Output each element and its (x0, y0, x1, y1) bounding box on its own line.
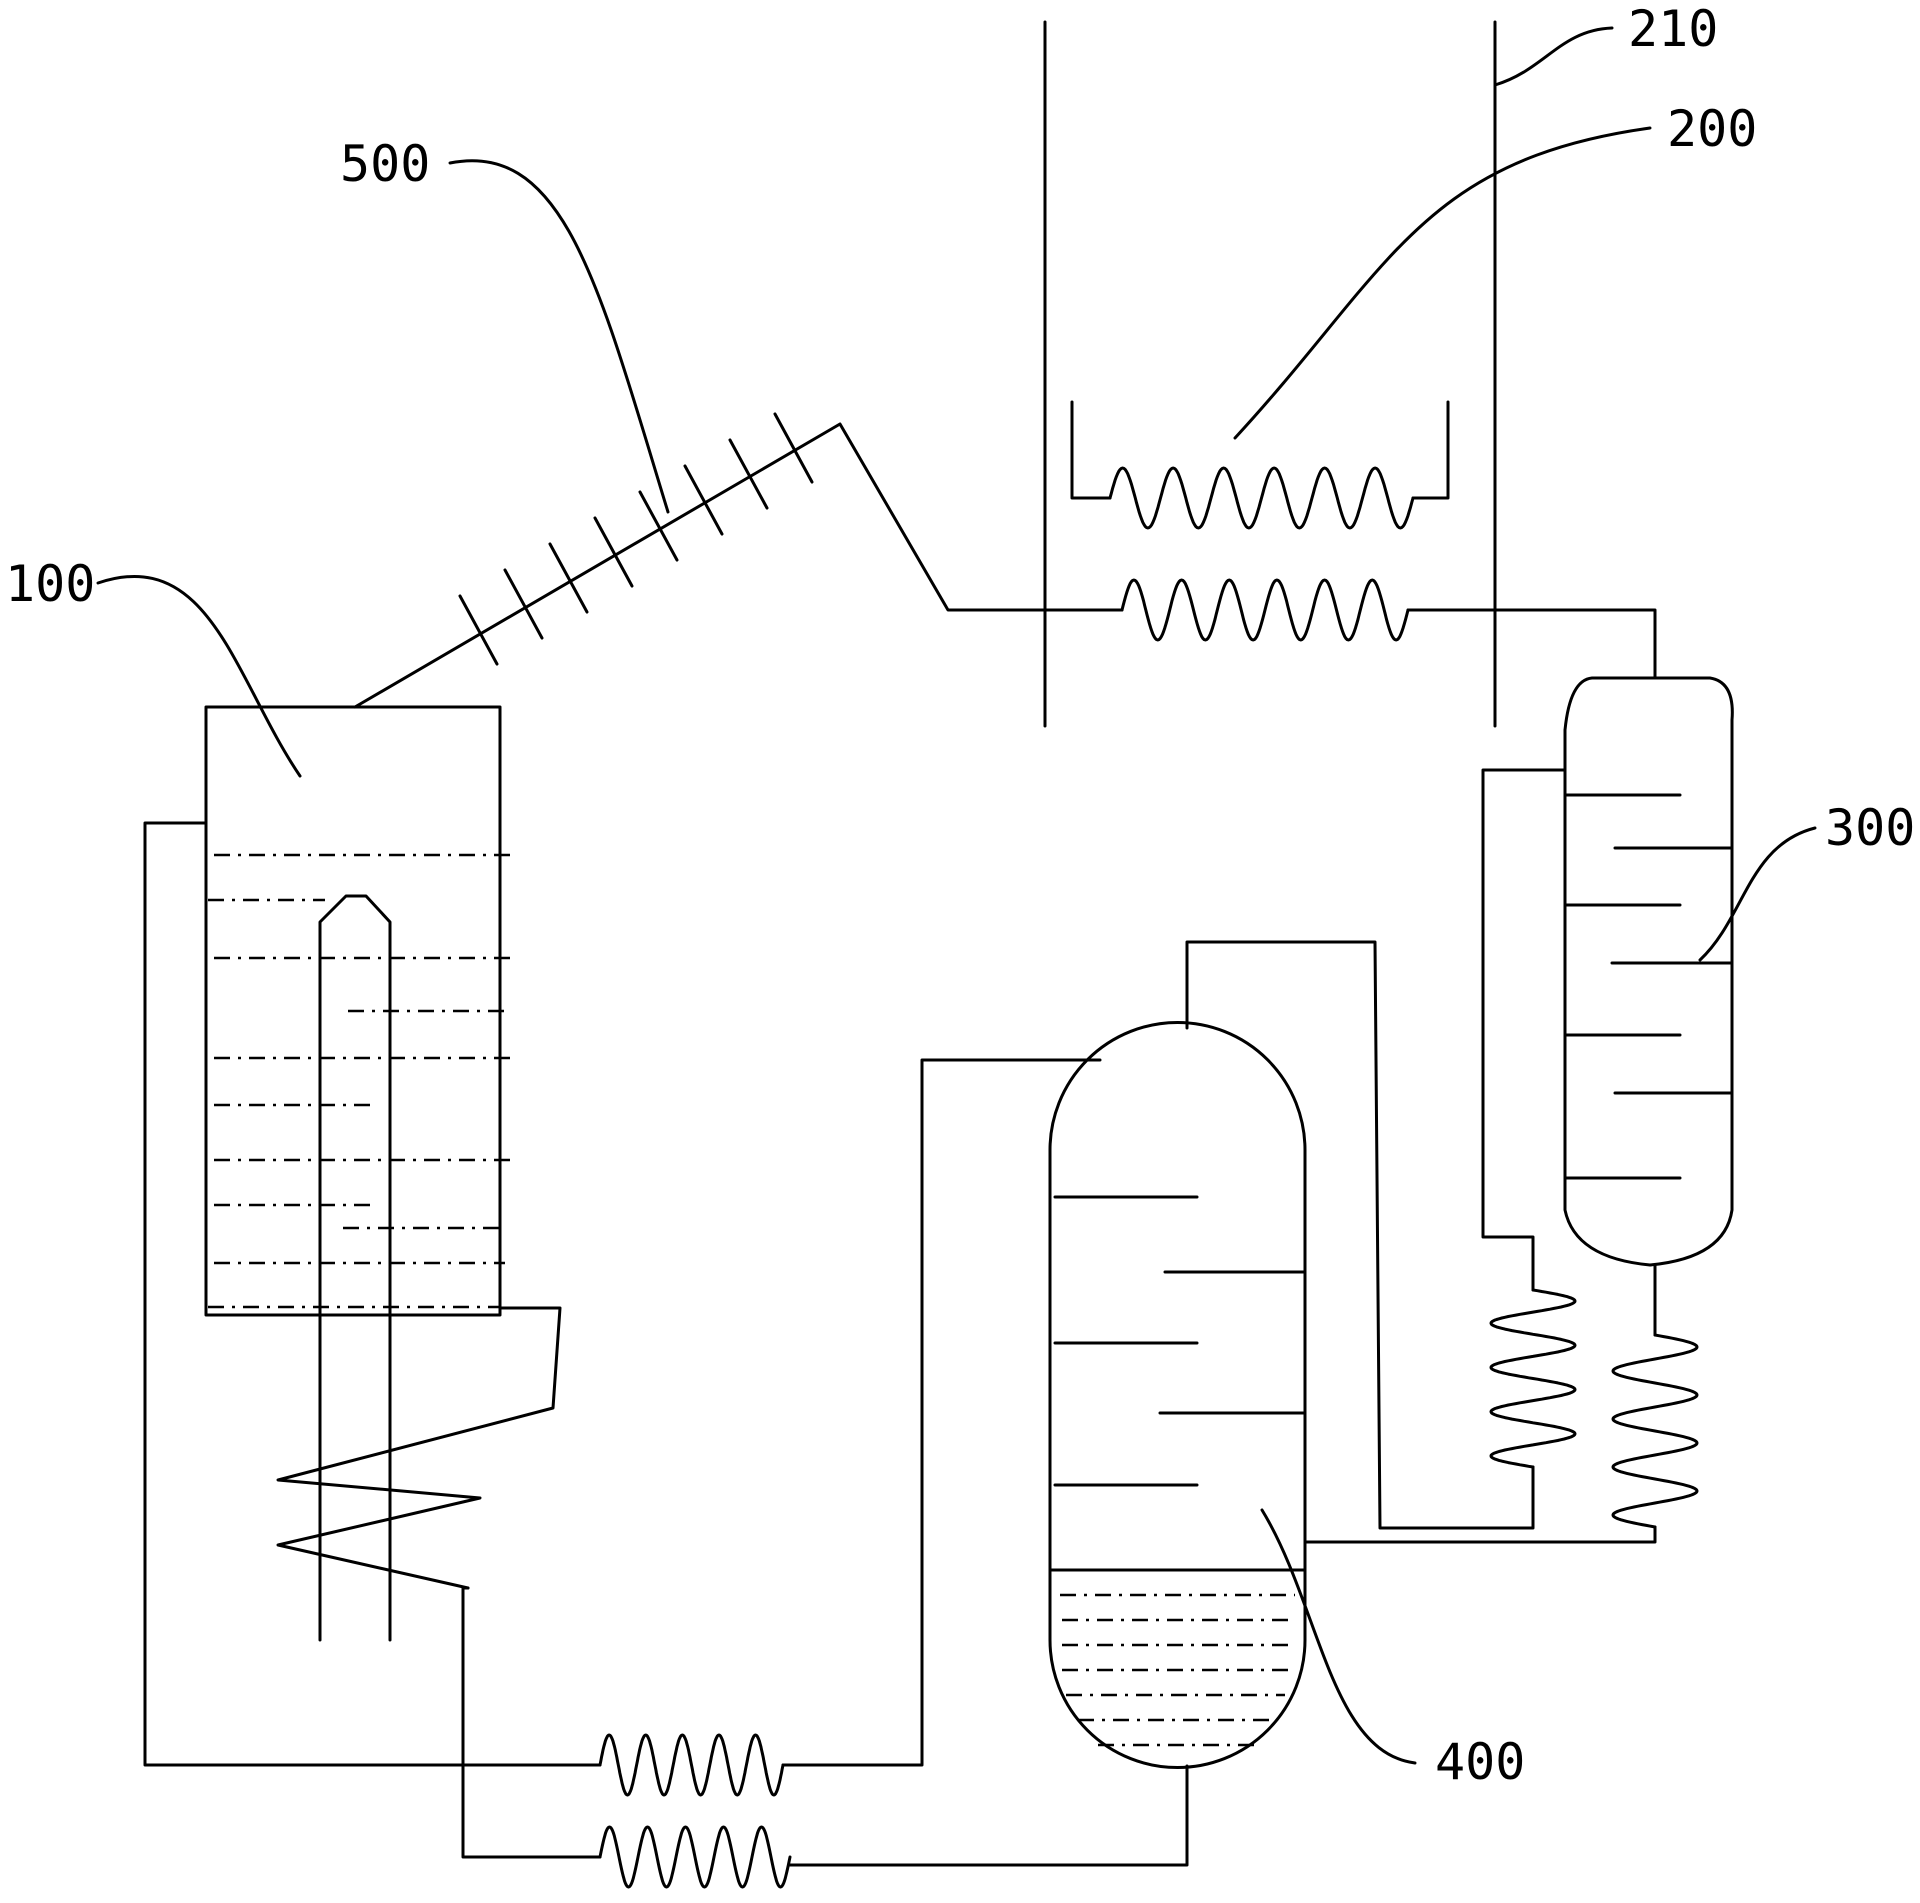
component-210 (1043, 20, 1497, 728)
component-300 (1185, 676, 1734, 1544)
label-100: 100 (5, 555, 95, 613)
leader-500 (448, 159, 670, 514)
component-400 (781, 1021, 1307, 1867)
label-500: 500 (340, 135, 430, 193)
leader-lines (96, 26, 1817, 1765)
leader-400 (1260, 1508, 1417, 1765)
bottom-coil-lower (598, 1825, 792, 1889)
bottom-circuit (143, 821, 792, 1889)
vertical-coil-right (1611, 1333, 1699, 1529)
vessel-300 (1563, 676, 1734, 1267)
leader-210 (1493, 26, 1614, 87)
vessel-400 (1048, 1021, 1307, 1769)
label-400: 400 (1435, 1733, 1525, 1791)
tray-right (1411, 400, 1450, 500)
label-210: 210 (1628, 0, 1718, 58)
zigzag-coil (276, 1306, 562, 1590)
evaporator-line (1043, 578, 1657, 680)
tray-coil (1108, 466, 1415, 530)
vessel-400-liquid-lines (1060, 1593, 1295, 1747)
generator-liquid-lines (208, 853, 512, 1309)
evaporator-coil (1120, 578, 1410, 642)
leader-300 (1698, 826, 1817, 962)
pipe-hatch-marks (458, 412, 814, 666)
label-200: 200 (1667, 100, 1757, 158)
vertical-coil-left (1489, 1288, 1577, 1469)
component-100 (204, 705, 562, 1642)
vessel-400-baffles (1053, 1195, 1307, 1487)
labels: 100 500 210 200 300 400 (5, 0, 1915, 1791)
tray-left (1070, 400, 1112, 500)
heating-u-tube (318, 894, 392, 1642)
bottom-coil-upper (598, 1733, 785, 1797)
label-300: 300 (1825, 799, 1915, 857)
vessel-300-baffles (1563, 793, 1734, 1180)
component-500 (353, 412, 1047, 709)
leader-200 (1233, 126, 1652, 440)
leader-100 (96, 575, 302, 778)
pipe-500 (353, 422, 1047, 709)
component-200 (1070, 400, 1450, 530)
